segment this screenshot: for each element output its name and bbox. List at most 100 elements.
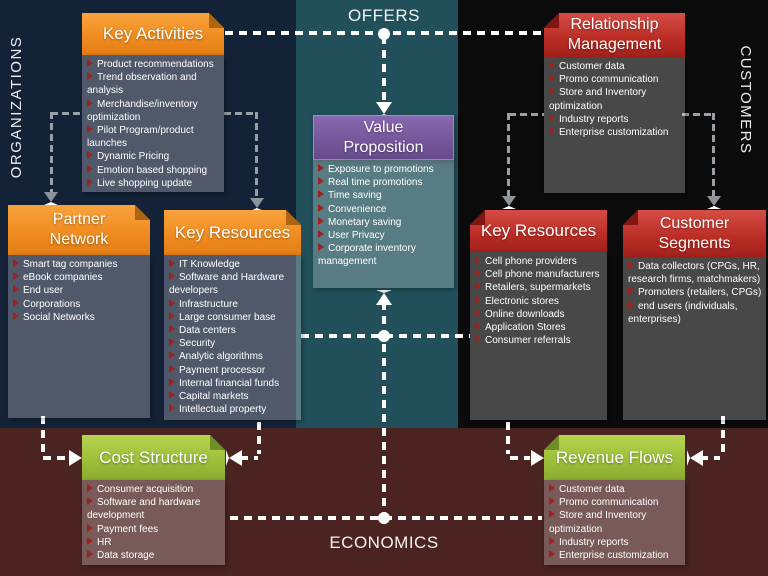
list-item: Payment processor — [169, 364, 298, 377]
bullet-triangle-icon — [549, 536, 555, 545]
bullet-triangle-icon — [169, 311, 175, 320]
list-item: Promo communication — [549, 496, 682, 509]
list-item: Product recommendations — [87, 58, 221, 71]
dashed-connector — [721, 416, 725, 454]
list-item-text: Retailers, supermarkets — [485, 282, 591, 294]
list-item: Large consumer base — [169, 311, 298, 324]
dashed-connector — [257, 422, 261, 454]
list-item-text: Monetary saving — [328, 216, 402, 228]
dashed-connector — [224, 112, 257, 115]
arrow-up-icon — [376, 290, 392, 305]
list-item: Convenience — [318, 203, 451, 216]
bullet-triangle-icon — [13, 285, 19, 294]
bullet-triangle-icon — [169, 325, 175, 334]
bullet-triangle-icon — [628, 287, 634, 296]
list-item: Data centers — [169, 324, 298, 337]
key-activities-title: Key Activities — [82, 13, 224, 55]
list-item-text: Live shopping update — [97, 177, 193, 189]
folded-corner-icon — [623, 210, 638, 225]
dashed-connector — [510, 456, 530, 460]
list-item-text: Data centers — [179, 325, 236, 337]
list-item-text: User Privacy — [328, 230, 385, 242]
customers-label: CUSTOMERS — [737, 45, 754, 155]
list-item: Enterprise customization — [549, 126, 682, 139]
customer-segments-box: Customer Segments Data collectors (CPGs,… — [623, 210, 766, 420]
list-item: End user — [13, 284, 147, 297]
list-item-text: HR — [97, 536, 112, 548]
folded-corner-icon — [286, 210, 301, 225]
list-item-text: Time saving — [328, 190, 382, 202]
dashed-connector — [700, 456, 720, 460]
dashed-connector — [43, 456, 69, 460]
bullet-triangle-icon — [13, 259, 19, 267]
list-item-text: Store and Inventory optimization — [549, 510, 647, 535]
arrow-down-icon — [707, 196, 721, 209]
dashed-connector — [50, 112, 53, 192]
list-item: Analytic algorithms — [169, 350, 298, 363]
bullet-triangle-icon — [87, 151, 93, 160]
list-item: Intellectual property — [169, 403, 298, 416]
organizations-label: ORGANIZATIONS — [8, 35, 25, 179]
list-item: Real time promotions — [318, 176, 451, 189]
list-item-text: Exposure to promotions — [328, 164, 434, 175]
bullet-triangle-icon — [318, 203, 324, 212]
list-item-text: Promo communication — [559, 497, 659, 509]
list-item: Customer data — [549, 60, 682, 73]
list-item: Industry reports — [549, 536, 682, 549]
dashed-connector — [51, 112, 82, 115]
list-item: Retailers, supermarkets — [475, 281, 604, 294]
arrow-down-icon — [502, 196, 516, 209]
bullet-triangle-icon — [87, 536, 93, 545]
list-item-text: Large consumer base — [179, 311, 276, 323]
list-item: Exposure to promotions — [318, 163, 451, 176]
list-item: Emotion based shopping — [87, 164, 221, 177]
list-item-text: IT Knowledge — [179, 259, 240, 270]
list-item-text: Convenience — [328, 203, 387, 215]
list-item-text: Industry reports — [559, 113, 629, 125]
bullet-triangle-icon — [318, 190, 324, 199]
list-item: Infrastructure — [169, 298, 298, 311]
bullet-triangle-icon — [13, 272, 19, 281]
value-proposition-box: Value Proposition Exposure to promotions… — [313, 115, 454, 288]
bullet-triangle-icon — [13, 311, 19, 320]
folded-corner-icon — [135, 205, 150, 220]
partner-network-title: Partner Network — [8, 205, 150, 255]
list-item-text: Customer data — [559, 484, 625, 495]
list-item: User Privacy — [318, 229, 451, 242]
bullet-triangle-icon — [318, 216, 324, 225]
list-item: Consumer acquisition — [87, 483, 222, 496]
bullet-triangle-icon — [169, 404, 175, 413]
bullet-triangle-icon — [87, 98, 93, 107]
list-item: Industry reports — [549, 113, 682, 126]
connector-dot — [378, 512, 390, 524]
bullet-triangle-icon — [87, 177, 93, 186]
key-resources-right-title: Key Resources — [470, 210, 607, 252]
folded-corner-icon — [470, 210, 485, 225]
list-item-text: Corporate inventory management — [318, 243, 416, 268]
list-item: Smart tag companies — [13, 258, 147, 271]
list-item: Merchandise/inventory optimization — [87, 98, 221, 124]
arrow-left-icon — [687, 450, 703, 466]
list-item-text: Software and Hardware developers — [169, 272, 285, 297]
list-item-text: Payment processor — [179, 364, 266, 376]
list-item: Data collectors (CPGs, HR, research firm… — [628, 260, 763, 286]
list-item-text: Infrastructure — [179, 298, 238, 310]
bullet-triangle-icon — [549, 87, 555, 96]
list-item-text: Consumer acquisition — [97, 484, 194, 495]
bullet-triangle-icon — [549, 61, 555, 69]
bullet-triangle-icon — [169, 259, 175, 267]
bullet-triangle-icon — [475, 308, 481, 317]
list-item: Software and Hardware developers — [169, 271, 298, 297]
list-item: Corporations — [13, 298, 147, 311]
list-item-text: Corporations — [23, 298, 81, 310]
list-item-text: Data storage — [97, 550, 155, 562]
bullet-triangle-icon — [475, 282, 481, 291]
list-item: Store and Inventory optimization — [549, 509, 682, 535]
